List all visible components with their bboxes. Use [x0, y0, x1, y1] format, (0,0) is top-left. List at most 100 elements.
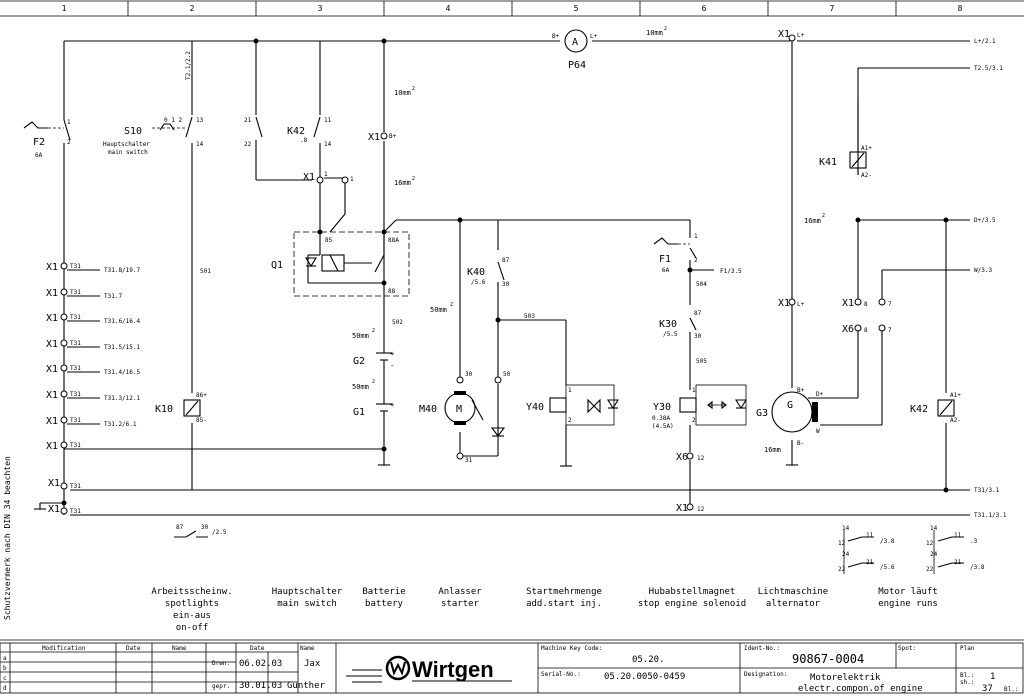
column-number: 8: [958, 4, 963, 13]
relay-k42-contacts: 21 22 K42 .8 11 14: [244, 116, 332, 148]
relay-q1-label: Q1: [271, 260, 283, 271]
reference-label: .3: [970, 538, 978, 545]
terminal-label: 24: [842, 551, 850, 558]
connector-label: X1: [842, 298, 854, 309]
connector-label: X6: [676, 452, 688, 463]
terminal-label: T31: [70, 442, 81, 449]
wire-size: 50mm: [352, 383, 369, 391]
terminal-label: 24: [930, 551, 938, 558]
column-number: 7: [830, 4, 835, 13]
reference-label: T31.2/6.1: [104, 421, 137, 428]
terminal-label: 1: [692, 387, 696, 394]
terminal-label: 2: [67, 139, 71, 146]
ammeter-p64-label: P64: [568, 60, 586, 71]
caption-line: ein-aus: [173, 611, 211, 621]
terminal-label: 14: [842, 525, 850, 532]
alternator-g3: G G3 B+ B- D+ W 16mm: [756, 387, 824, 454]
connector-label: X1: [46, 441, 58, 452]
column-number: 1: [62, 4, 67, 13]
contact-legend: 87 30 /2.5 14 12 11 /3.8 24 22 21 /5.6 1…: [174, 524, 985, 574]
terminal-label: 1: [568, 387, 572, 394]
logo-wordmark: Wirtgen: [412, 657, 494, 682]
column-header: Name: [172, 645, 187, 652]
relay-k40-ref: /5.6: [471, 279, 486, 286]
relay-k42-coil-label: K42: [910, 404, 928, 415]
battery-g1-label: G1: [353, 407, 365, 418]
solenoid-y30: Y30 0.38A (4.5A) 1 2: [652, 384, 747, 430]
wire-number: 505: [696, 358, 707, 365]
connector-label: X1: [778, 29, 790, 40]
serial-label: Serial-No.:: [541, 671, 581, 678]
alternator-symbol: G: [787, 400, 793, 411]
reference-label: /5.6: [880, 564, 895, 571]
switch-positions: 0 1 2: [164, 117, 182, 124]
relay-k41: K41 A1+ A2-: [819, 145, 872, 179]
spot-label: Spot:: [898, 645, 916, 652]
caption-line: engine runs: [878, 599, 938, 609]
reference-label: D+/3.5: [974, 217, 996, 224]
terminal-label: 7: [888, 327, 892, 334]
ammeter-p64: A P64 B+ L+: [552, 29, 598, 71]
terminal-label: 7: [888, 301, 892, 308]
connector-label: X1: [46, 339, 58, 350]
caption-line: Motor läuft: [878, 587, 938, 597]
terminal-label: 1: [350, 176, 354, 183]
terminal-label: T31: [70, 289, 81, 296]
wire-size-exp: 2: [412, 86, 415, 92]
terminal-label: 88: [388, 288, 396, 295]
terminal-label: T31: [70, 340, 81, 347]
caption-line: starter: [441, 599, 480, 609]
wire-size-exp: 2: [412, 176, 415, 182]
terminal-label: 8: [864, 301, 868, 308]
connector-label: X1: [303, 172, 315, 183]
connector-label: X1: [46, 313, 58, 324]
battery-polarity: +: [390, 350, 394, 358]
terminal-label: 87: [502, 257, 510, 264]
terminal-label: 12: [926, 540, 934, 547]
terminal-label: 87: [694, 310, 702, 317]
title-block-text: a b c d Modification Date Name Date Name…: [3, 645, 1018, 694]
reference-label: T31.7: [104, 293, 122, 300]
connector-x1-q1: X1 1 1 X1 B+: [303, 132, 397, 184]
terminal-label: 2: [568, 417, 572, 424]
mkc-value: 05.20.: [632, 655, 665, 665]
terminal-label: 30: [502, 281, 510, 288]
terminal-label: 22: [244, 141, 252, 148]
fuse-f2-rating: 6A: [35, 152, 43, 159]
column-header: Modification: [42, 645, 86, 652]
wire-sizes: 10mm 2 16mm 2 10mm 2 50mm 2 50mm 2 50mm …: [200, 26, 825, 391]
column-number: 6: [702, 4, 707, 13]
caption-line: Hauptschalter: [272, 587, 343, 597]
column-number: 4: [446, 4, 451, 13]
connector-label: X1: [46, 416, 58, 427]
reference-label: /2.5: [212, 529, 227, 536]
switch-s10-en: main switch: [108, 149, 148, 156]
caption-line: Arbeitsscheinw.: [151, 587, 232, 597]
battery-polarity: +: [390, 401, 394, 409]
connector-label: X6: [842, 324, 854, 335]
wire-number: 503: [524, 313, 535, 320]
terminal-label: 22: [838, 566, 846, 573]
battery-g2-label: G2: [353, 356, 365, 367]
caption-line: Anlasser: [438, 587, 482, 597]
fuse-f2-label: F2: [33, 137, 45, 148]
battery-polarity: -: [390, 362, 394, 370]
reference-label: T2.5/3.1: [974, 65, 1003, 72]
terminal-label: 12: [838, 540, 846, 547]
reference-label: T31.3/12.1: [104, 395, 141, 402]
relay-k30: K30 /5.5 87 30: [659, 310, 702, 340]
terminal-label: 2: [694, 257, 698, 264]
drwn-name: Jax: [304, 659, 321, 669]
caption-line: main switch: [277, 599, 337, 609]
terminal-label: 86+: [196, 392, 207, 399]
terminal-label: 21: [244, 117, 252, 124]
terminal-label: 11: [954, 532, 962, 539]
terminal-label: 30: [465, 371, 473, 378]
